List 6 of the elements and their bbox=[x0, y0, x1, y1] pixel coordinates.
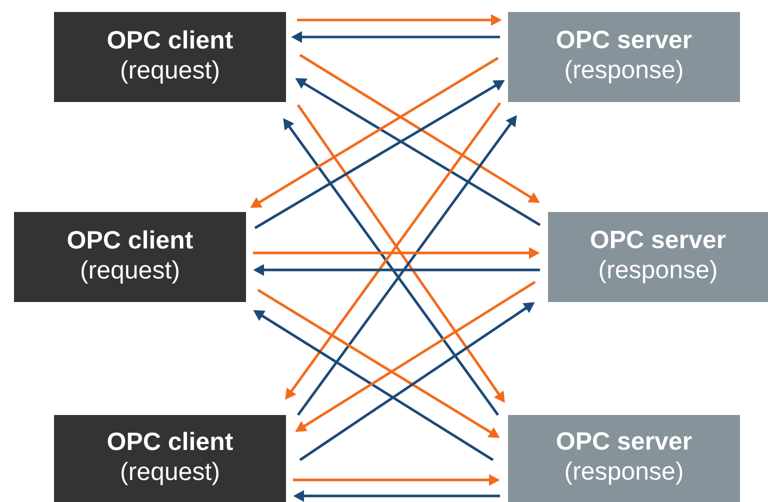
server-box: OPC server (response) bbox=[508, 12, 740, 102]
server-box: OPC server (response) bbox=[508, 414, 740, 502]
client-box: OPC client (request) bbox=[14, 212, 246, 302]
client-box: OPC client (request) bbox=[54, 12, 286, 102]
server-box: OPC server (response) bbox=[548, 212, 768, 302]
client-box: OPC client (request) bbox=[54, 414, 286, 502]
